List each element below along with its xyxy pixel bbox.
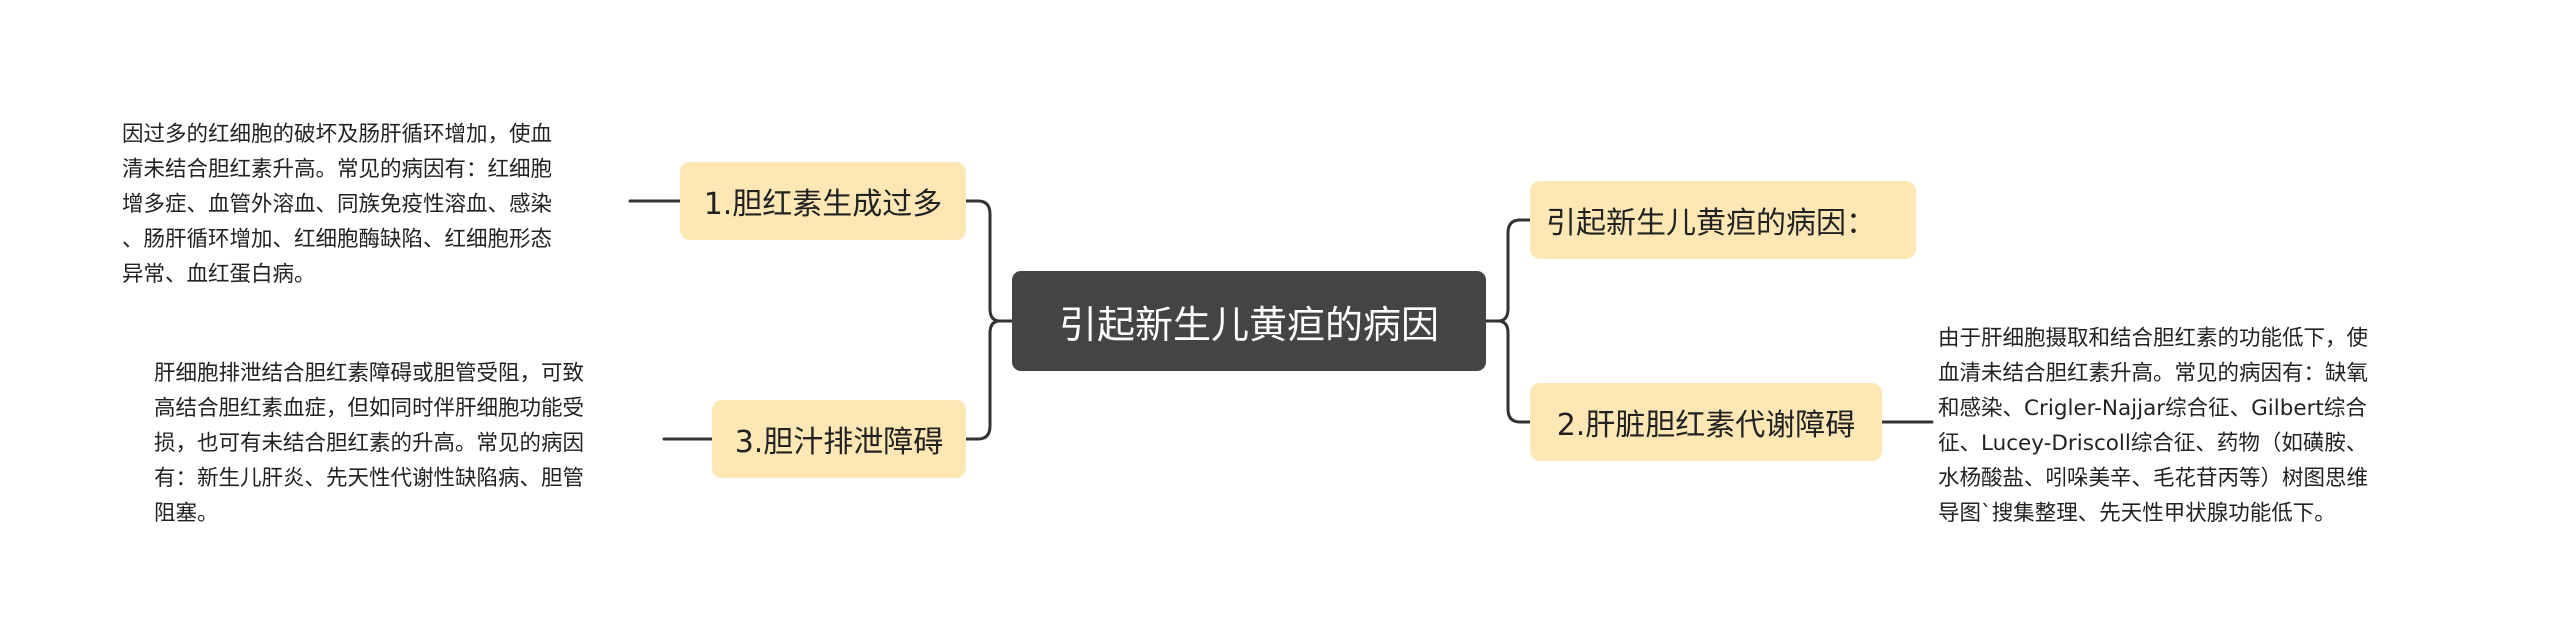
leaf-text-line: 阻塞。: [154, 501, 219, 526]
leaf-text-line: 和感染、Crigler-Najjar综合征、Gilbert综合: [1938, 396, 2367, 421]
branch-label: 1.胆红素生成过多: [703, 187, 943, 222]
leaf-text-line: 损，也可有未结合胆红素的升高。常见的病因: [154, 431, 585, 456]
branch-node-liver-metabolism-disorder[interactable]: 2.肝脏胆红素代谢障碍: [1530, 383, 1882, 461]
leaf-node-overproduction-detail[interactable]: 因过多的红细胞的破坏及肠肝循环增加，使血 清未结合胆红素升高。常见的病因有：红细…: [122, 117, 552, 292]
leaf-text-line: 由于肝细胞摄取和结合胆红素的功能低下，使: [1938, 326, 2369, 351]
root-node[interactable]: 引起新生儿黄疸的病因: [1012, 271, 1486, 371]
leaf-node-excretion-detail[interactable]: 肝细胞排泄结合胆红素障碍或胆管受阻，可致 高结合胆红素血症，但如同时伴肝细胞功能…: [154, 356, 584, 531]
branch-label: 引起新生儿黄疸的病因：: [1546, 206, 1876, 241]
leaf-text-line: 水杨酸盐、吲哚美辛、毛花苷丙等）树图思维: [1938, 466, 2369, 491]
leaf-text-line: 、肠肝循环增加、红细胞酶缺陷、红细胞形态: [122, 227, 553, 252]
connector-root-r1: [1484, 218, 1532, 323]
leaf-text-line: 导图`搜集整理、先天性甲状腺功能低下。: [1938, 501, 2336, 526]
leaf-text-line: 因过多的红细胞的破坏及肠肝循环增加，使血: [122, 122, 553, 147]
leaf-text-line: 清未结合胆红素升高。常见的病因有：红细胞: [122, 157, 553, 182]
leaf-text-line: 高结合胆红素血症，但如同时伴肝细胞功能受: [154, 396, 585, 421]
connector-root-b2: [1484, 319, 1532, 424]
branch-label: 3.胆汁排泄障碍: [734, 425, 944, 460]
leaf-text-line: 异常、血红蛋白病。: [122, 262, 316, 287]
leaf-text-line: 有：新生儿肝炎、先天性代谢性缺陷病、胆管: [154, 466, 585, 491]
connector-root-b1: [964, 199, 1014, 323]
branch-node-causes-heading[interactable]: 引起新生儿黄疸的病因：: [1530, 181, 1916, 259]
branch-node-bilirubin-overproduction[interactable]: 1.胆红素生成过多: [680, 162, 966, 240]
connector-root-b3: [964, 319, 1014, 441]
root-label: 引起新生儿黄疸的病因: [1058, 302, 1439, 347]
leaf-text-line: 肝细胞排泄结合胆红素障碍或胆管受阻，可致: [154, 361, 585, 386]
leaf-text-line: 征、Lucey-Driscoll综合征、药物（如磺胺、: [1938, 431, 2368, 456]
leaf-text-line: 增多症、血管外溶血、同族免疫性溶血、感染: [122, 192, 553, 217]
branch-label: 2.肝脏胆红素代谢障碍: [1556, 408, 1856, 443]
leaf-text-line: 血清未结合胆红素升高。常见的病因有：缺氧: [1938, 361, 2369, 386]
leaf-node-liver-detail[interactable]: 由于肝细胞摄取和结合胆红素的功能低下，使 血清未结合胆红素升高。常见的病因有：缺…: [1938, 321, 2368, 531]
branch-node-bile-excretion-disorder[interactable]: 3.胆汁排泄障碍: [712, 400, 966, 478]
